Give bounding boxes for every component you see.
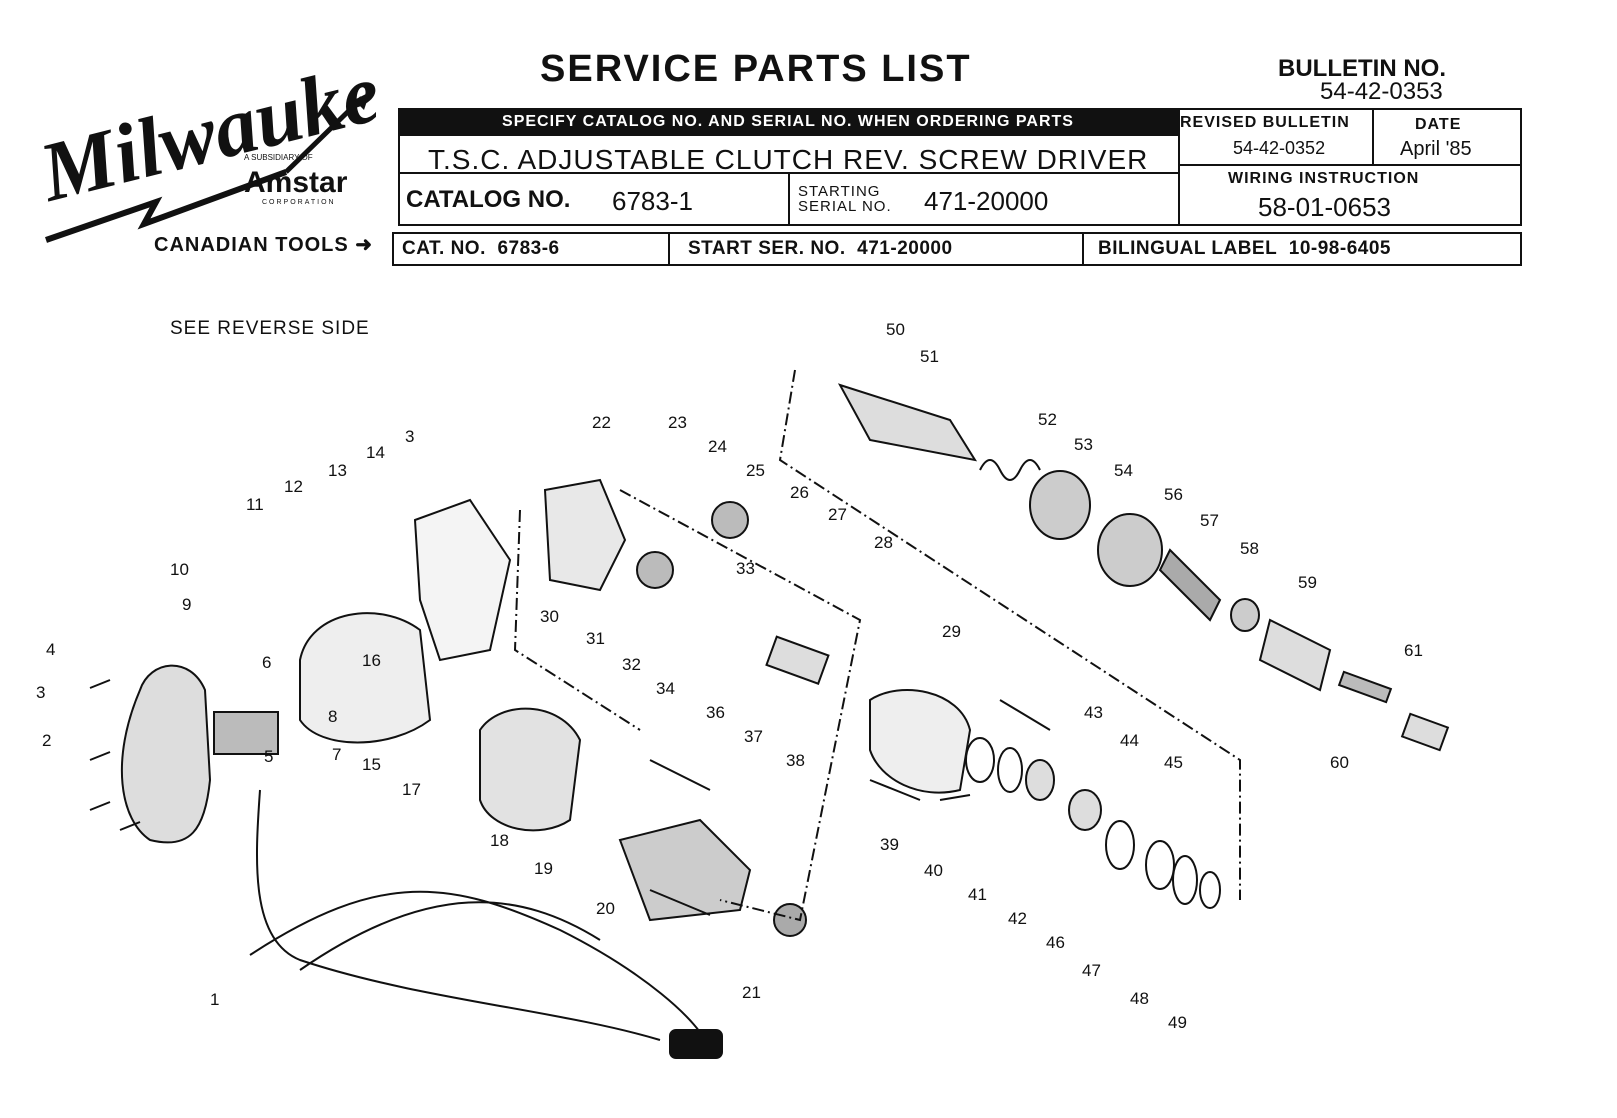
page-title: SERVICE PARTS LIST — [540, 48, 972, 90]
bulletin-number: 54-42-0353 — [1320, 78, 1443, 105]
catalog-label: CATALOG NO. — [406, 186, 571, 213]
part-number-label: 38 — [786, 751, 805, 770]
part-number-label: 29 — [942, 622, 961, 641]
date-label: DATE — [1415, 116, 1462, 133]
part-number-label: 52 — [1038, 410, 1057, 429]
catalog-number: 6783-1 — [612, 186, 693, 216]
part-number-label: 23 — [668, 413, 687, 432]
part-number-label: 53 — [1074, 435, 1093, 454]
part-number-label: 43 — [1084, 703, 1103, 722]
amstar-text: Amstar — [244, 166, 348, 199]
bulletin-label: BULLETIN NO. — [1278, 55, 1446, 82]
part-number-label: 50 — [886, 320, 905, 339]
part-number-label: 27 — [828, 505, 847, 524]
part-number-label: 24 — [708, 437, 727, 456]
part-number-label: 33 — [736, 559, 755, 578]
part-number-label: 61 — [1404, 641, 1423, 660]
part-number-label: 36 — [706, 703, 725, 722]
part-number-label: 40 — [924, 861, 943, 880]
part-number-label: 45 — [1164, 753, 1183, 772]
part-number-label: 26 — [790, 483, 809, 502]
tool-description: T.S.C. ADJUSTABLE CLUTCH REV. SCREW DRIV… — [428, 144, 1149, 175]
part-number-label: 16 — [362, 651, 381, 670]
part-number-label: 51 — [920, 347, 939, 366]
part-number-label: 1 — [210, 990, 219, 1009]
part-number-label: 37 — [744, 727, 763, 746]
part-number-label: 22 — [592, 413, 611, 432]
starting-serial-number: 471-20000 — [924, 186, 1049, 216]
revised-bulletin-number: 54-42-0352 — [1233, 138, 1326, 158]
part-number-label: 30 — [540, 607, 559, 626]
part-number-label: 7 — [332, 745, 341, 764]
divider — [1082, 232, 1084, 266]
part-number-label: 39 — [880, 835, 899, 854]
part-number-label: 10 — [170, 560, 189, 579]
part-number-label: 48 — [1130, 989, 1149, 1008]
milwaukee-logo: Milwaukee A SUBSIDIARY OF Amstar CORPORA… — [29, 37, 425, 252]
wiring-instruction-number: 58-01-0653 — [1258, 192, 1391, 222]
part-number-label: 14 — [366, 443, 385, 462]
part-number-label: 3 — [36, 683, 45, 702]
part-number-label: 9 — [182, 595, 191, 614]
canadian-start: START SER. NO. 471-20000 — [688, 238, 953, 259]
part-number-label: 47 — [1082, 961, 1101, 980]
divider — [1372, 108, 1374, 164]
subsidiary-text: A SUBSIDIARY OF — [244, 153, 313, 162]
part-number-label: 18 — [490, 831, 509, 850]
part-number-label: 57 — [1200, 511, 1219, 530]
part-number-label: 3 — [405, 427, 414, 446]
part-number-label: 32 — [622, 655, 641, 674]
part-number-label: 34 — [656, 679, 675, 698]
canadian-tools-label: CANADIAN TOOLS ➜ — [154, 234, 374, 256]
part-number-label: 54 — [1114, 461, 1133, 480]
part-number-label: 5 — [264, 747, 273, 766]
date-value: April '85 — [1400, 138, 1472, 160]
see-reverse-note: SEE REVERSE SIDE — [170, 318, 370, 339]
part-number-label: 8 — [328, 707, 337, 726]
revised-bulletin-label: REVISED BULLETIN — [1180, 114, 1350, 131]
part-number-label: 58 — [1240, 539, 1259, 558]
starting-serial-label: STARTING SERIAL NO. — [798, 183, 892, 215]
part-number-label: 15 — [362, 755, 381, 774]
part-number-label: 12 — [284, 477, 303, 496]
part-number-label: 25 — [746, 461, 765, 480]
divider — [788, 172, 790, 226]
corporation-text: CORPORATION — [262, 199, 336, 206]
part-number-label: 46 — [1046, 933, 1065, 952]
part-number-label: 42 — [1008, 909, 1027, 928]
part-number-label: 44 — [1120, 731, 1139, 750]
part-number-label: 56 — [1164, 485, 1183, 504]
part-number-label: 41 — [968, 885, 987, 904]
canadian-bilingual: BILINGUAL LABEL 10-98-6405 — [1098, 238, 1391, 259]
divider — [668, 232, 670, 266]
canadian-row — [392, 232, 1522, 266]
wiring-instruction-label: WIRING INSTRUCTION — [1228, 170, 1420, 187]
part-number-label: 19 — [534, 859, 553, 878]
part-number-label: 20 — [596, 899, 615, 918]
part-number-label: 13 — [328, 461, 347, 480]
part-number-label: 2 — [42, 731, 51, 750]
part-number-label: 49 — [1168, 1013, 1187, 1032]
part-number-label: 28 — [874, 533, 893, 552]
part-number-label: 6 — [262, 653, 271, 672]
divider — [1178, 164, 1522, 166]
part-number-label: 17 — [402, 780, 421, 799]
part-number-label: 4 — [46, 640, 55, 659]
part-number-label: 59 — [1298, 573, 1317, 592]
order-note: SPECIFY CATALOG NO. AND SERIAL NO. WHEN … — [398, 108, 1178, 136]
part-number-label: 21 — [742, 983, 761, 1002]
canadian-cat: CAT. NO. 6783-6 — [402, 238, 560, 259]
divider — [1178, 108, 1180, 226]
part-number-label: 31 — [586, 629, 605, 648]
part-number-label: 11 — [246, 495, 264, 514]
part-number-label: 60 — [1330, 753, 1349, 772]
